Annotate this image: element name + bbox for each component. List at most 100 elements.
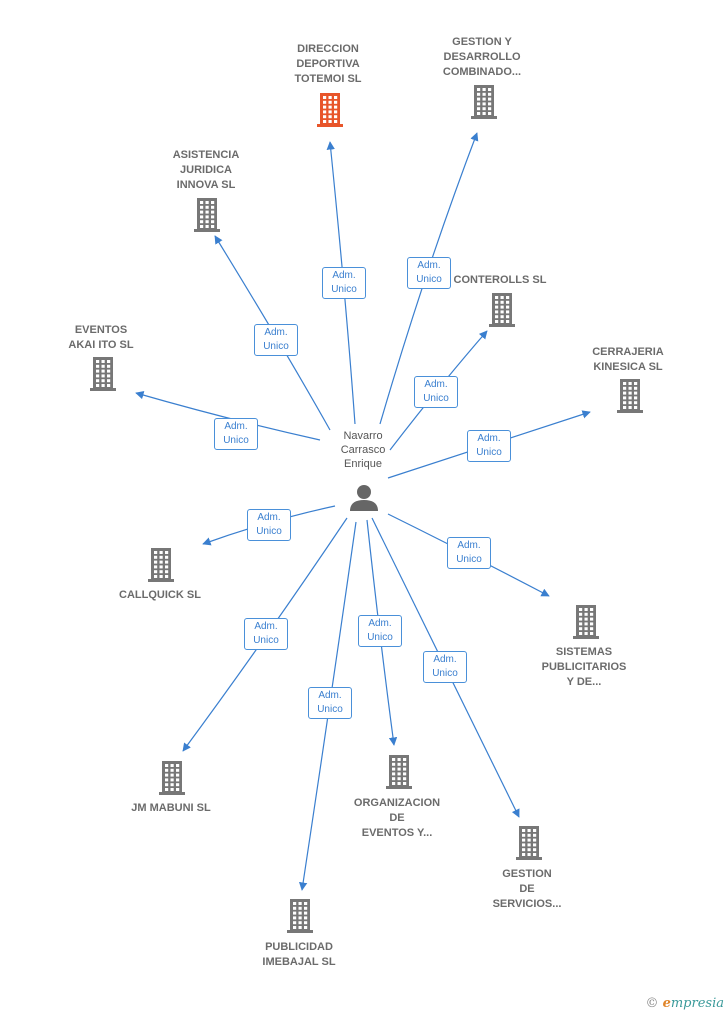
building-icon[interactable] — [516, 826, 542, 860]
building-window — [170, 778, 174, 782]
building-window — [584, 608, 588, 611]
building-window — [165, 565, 169, 569]
building-icon[interactable] — [287, 899, 313, 933]
building-window — [634, 382, 638, 385]
company-label-line: DESARROLLO — [443, 51, 521, 63]
role-badge[interactable]: Adm.Unico — [214, 418, 258, 450]
building-window — [211, 225, 215, 228]
building-window — [590, 622, 594, 626]
building-icon[interactable] — [90, 357, 116, 391]
building-window — [500, 320, 504, 323]
building-icon[interactable] — [489, 293, 515, 327]
building-base — [194, 229, 220, 232]
building-window — [482, 102, 486, 106]
building-window — [304, 921, 308, 925]
company-label-line: COMBINADO... — [442, 66, 522, 78]
building-window — [623, 391, 627, 395]
building-window — [205, 210, 209, 214]
building-window — [590, 632, 594, 635]
building-window — [328, 110, 332, 114]
building-window — [590, 617, 594, 621]
role-badge-text: Unico — [432, 668, 458, 679]
building-icon[interactable] — [386, 755, 412, 789]
role-badge[interactable]: Adm.Unico — [467, 430, 511, 462]
building-icon[interactable] — [148, 548, 174, 582]
building-window — [495, 300, 499, 304]
building-window — [107, 364, 111, 368]
role-badge[interactable]: Adm.Unico — [447, 537, 491, 569]
building-icon[interactable] — [617, 379, 643, 413]
role-badge-text: Adm. — [457, 540, 481, 551]
role-badge[interactable]: Adm.Unico — [247, 509, 291, 541]
role-badge[interactable]: Adm.Unico — [407, 257, 451, 289]
company-label-line: PUBLICIDAD — [265, 941, 333, 953]
role-badge[interactable]: Adm.Unico — [322, 267, 366, 299]
building-icon[interactable] — [317, 93, 343, 127]
role-badge[interactable]: Adm.Unico — [414, 376, 458, 408]
building-window — [101, 369, 105, 373]
building-window — [533, 843, 537, 847]
role-badge-text: Adm. — [368, 618, 392, 629]
building-window — [506, 315, 510, 319]
building-window — [628, 391, 632, 395]
role-badge-text: Unico — [331, 284, 357, 295]
building-icon[interactable] — [159, 761, 185, 795]
building-window — [293, 916, 297, 920]
building-window — [533, 833, 537, 837]
copyright-symbol: © — [645, 996, 659, 1011]
building-icon[interactable] — [573, 605, 599, 639]
company-label-jm-mabuni[interactable]: JM MABUNI SL — [106, 801, 236, 816]
building-window — [205, 201, 209, 204]
company-label-conterolls[interactable]: CONTEROLLS SL — [435, 273, 565, 288]
building-base — [386, 786, 412, 789]
company-label-line: CALLQUICK SL — [119, 589, 201, 601]
role-badge-text: Adm. — [254, 621, 278, 632]
building-window — [628, 396, 632, 400]
person-icon[interactable] — [350, 485, 378, 511]
building-window — [623, 396, 627, 400]
company-label-line: JURIDICA — [180, 164, 232, 176]
building-base — [516, 857, 542, 860]
building-window — [293, 906, 297, 910]
center-person-name[interactable]: Navarro Carrasco Enrique — [323, 429, 403, 471]
building-window — [107, 360, 111, 363]
building-icon[interactable] — [194, 198, 220, 232]
building-window — [403, 772, 407, 776]
building-window — [323, 105, 327, 109]
building-window — [495, 320, 499, 323]
building-base — [317, 124, 343, 127]
building-window — [392, 762, 396, 766]
building-window — [495, 296, 499, 299]
building-window — [334, 100, 338, 104]
role-badge[interactable]: Adm.Unico — [254, 324, 298, 356]
role-badge-text: Unico — [367, 632, 393, 643]
role-badge[interactable]: Adm.Unico — [244, 618, 288, 650]
building-window — [107, 374, 111, 378]
role-badge[interactable]: Adm.Unico — [423, 651, 467, 683]
building-window — [533, 848, 537, 852]
company-label-callquick[interactable]: CALLQUICK SL — [95, 588, 225, 603]
building-window — [522, 848, 526, 852]
building-window — [328, 115, 332, 119]
building-base — [489, 324, 515, 327]
company-label-line: DIRECCION — [297, 43, 359, 55]
building-icon[interactable] — [471, 85, 497, 119]
company-label-line: JM MABUNI SL — [131, 802, 211, 814]
role-badge[interactable]: Adm. Unico — [358, 615, 402, 647]
building-window — [211, 205, 215, 209]
building-window — [506, 320, 510, 323]
building-window — [200, 205, 204, 209]
building-window — [482, 88, 486, 91]
role-badge[interactable]: Adm.Unico — [308, 687, 352, 719]
building-window — [334, 96, 338, 99]
building-window — [293, 926, 297, 929]
